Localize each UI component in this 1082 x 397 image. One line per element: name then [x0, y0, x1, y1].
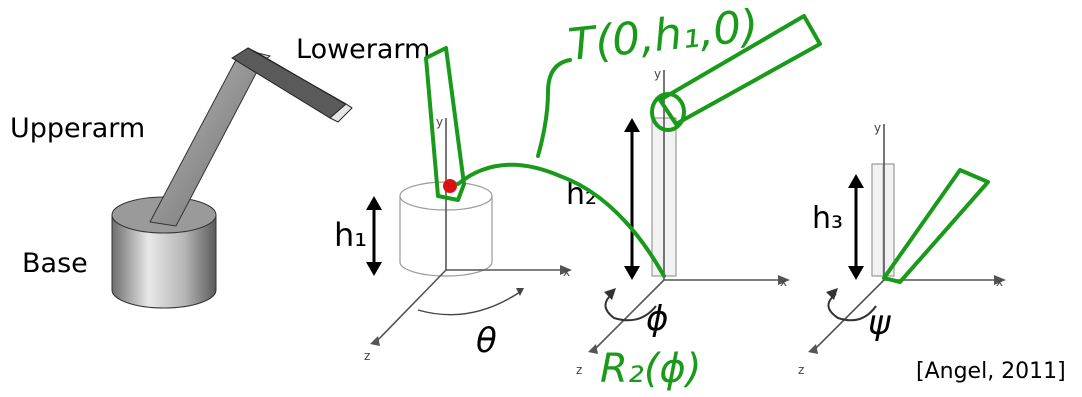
joint-dot — [443, 179, 457, 193]
psi-green-outline — [882, 168, 990, 284]
panel-upperarm-rotation: y x z h₃ ψ — [798, 121, 1006, 377]
z-axis-label-1: z — [364, 349, 370, 363]
h3-label: h₃ — [812, 201, 843, 236]
citation-label: [Angel, 2011] — [916, 359, 1066, 384]
h1-dimension — [366, 196, 382, 276]
h3-dimension — [848, 174, 864, 280]
y-axis-label-2: y — [654, 67, 661, 81]
panel-lowerarm-rotation: y x z h₂ ϕ — [456, 14, 822, 377]
upperarm-label: Upperarm — [10, 113, 145, 144]
z-axis-3 — [811, 279, 885, 353]
x-axis-label-3: x — [996, 275, 1003, 289]
h2-dimension — [624, 118, 640, 280]
z-axis-1 — [373, 269, 447, 345]
z-axis-2 — [591, 279, 665, 353]
y-axis-label-1: y — [436, 115, 443, 129]
theta-arc — [417, 291, 521, 316]
upper-arm-bar — [231, 47, 353, 123]
lower-arm-bar — [149, 49, 272, 227]
psi-label: ψ — [868, 303, 891, 343]
theta-label: θ — [476, 321, 497, 361]
upperarm-bar-ghost — [871, 163, 895, 277]
connector-curve — [456, 162, 666, 278]
phi-arc — [604, 293, 657, 322]
upperarm-green-outline — [658, 14, 822, 126]
lowerarm-green-outline — [424, 46, 466, 202]
x-axis-label-1: x — [563, 265, 570, 279]
h1-label: h₁ — [334, 216, 367, 254]
panel-base-rotation: y x z θ h₁ — [334, 46, 572, 363]
y-axis-label-3: y — [874, 121, 881, 135]
brace-stroke — [536, 58, 572, 158]
psi-arc — [827, 293, 877, 322]
assembled-robot: Upperarm Base Lowerarm — [10, 34, 430, 309]
z-axis-label-2: z — [576, 363, 582, 377]
lowerarm-label: Lowerarm — [296, 34, 430, 65]
x-axis-label-2: x — [780, 275, 787, 289]
rotation-annotation: R₂(ϕ) — [600, 346, 701, 392]
upperarm-joint-circle — [650, 92, 686, 132]
base-label: Base — [22, 248, 88, 279]
phi-label: ϕ — [646, 299, 668, 339]
z-axis-label-3: z — [798, 363, 804, 377]
